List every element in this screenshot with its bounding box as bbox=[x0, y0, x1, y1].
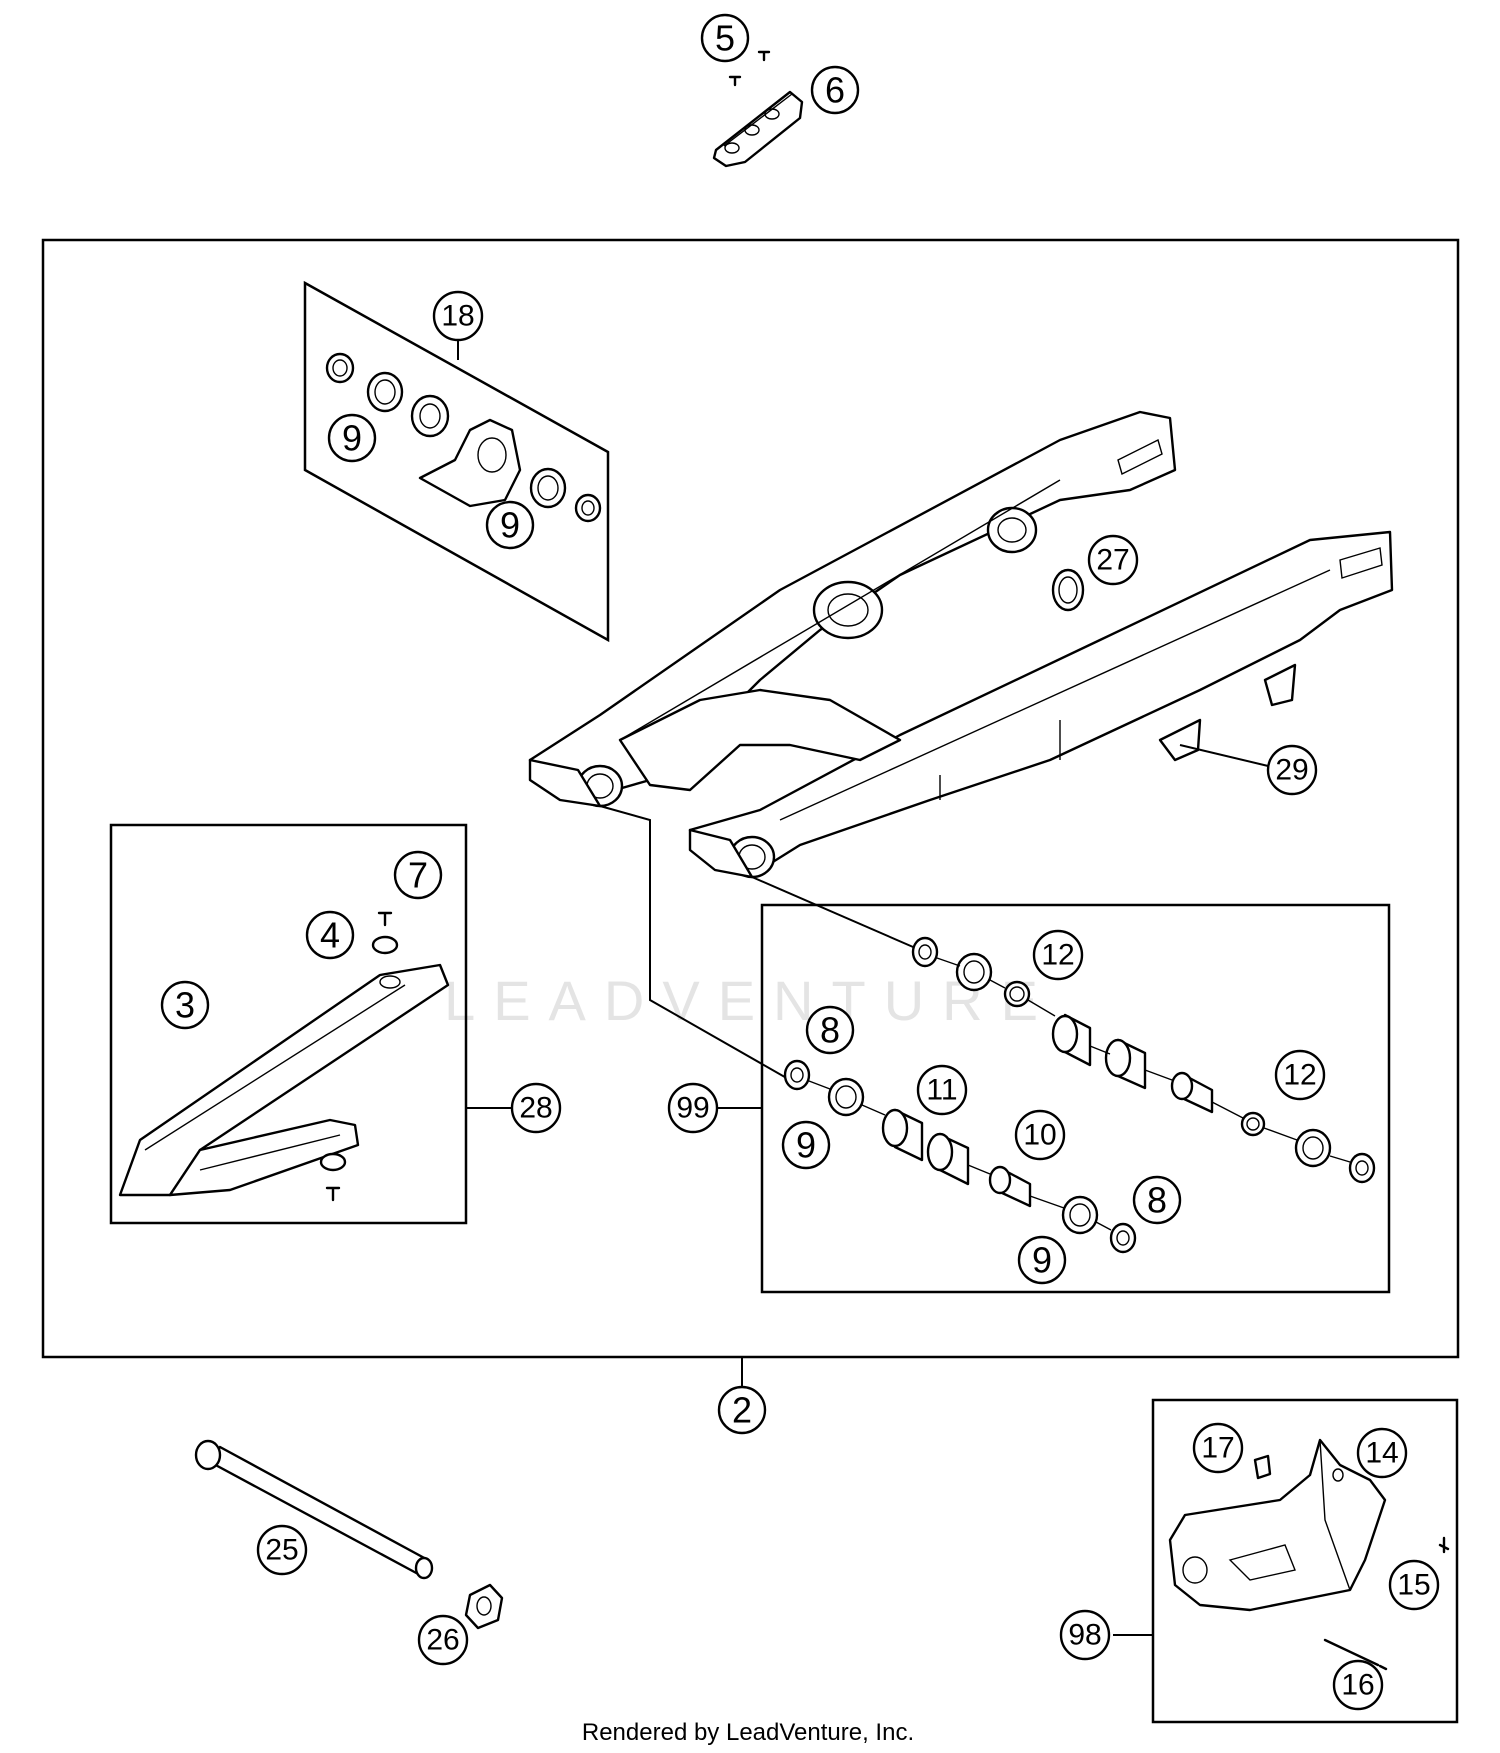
callout-label-2: 2 bbox=[732, 1390, 752, 1431]
bearing-set-box bbox=[760, 903, 1391, 1294]
callout-5: 5 bbox=[700, 13, 750, 63]
callout-98: 98 bbox=[1059, 1609, 1111, 1661]
callout-9-kit-upper: 9 bbox=[327, 413, 377, 463]
callout-label-3: 3 bbox=[175, 985, 195, 1026]
callout-label-25: 25 bbox=[265, 1534, 298, 1567]
callout-label-4: 4 bbox=[320, 915, 340, 956]
callout-label-5: 5 bbox=[715, 18, 735, 59]
chain-guard-part bbox=[712, 50, 804, 168]
callout-9-set-left: 9 bbox=[781, 1120, 831, 1170]
callout-7: 7 bbox=[393, 850, 443, 900]
callout-label-10: 10 bbox=[1023, 1119, 1056, 1152]
callout-label-8-upper: 8 bbox=[820, 1010, 840, 1051]
callout-3: 3 bbox=[160, 980, 210, 1030]
callout-label-18: 18 bbox=[441, 300, 474, 333]
bearing-kit-box bbox=[303, 280, 610, 643]
callout-label-6: 6 bbox=[825, 70, 845, 111]
callout-label-15: 15 bbox=[1397, 1569, 1430, 1602]
callout-label-7: 7 bbox=[408, 855, 428, 896]
callout-label-29: 29 bbox=[1275, 754, 1308, 787]
swingarm-body bbox=[528, 410, 1394, 879]
callout-27: 27 bbox=[1087, 534, 1139, 586]
chain-slider-box bbox=[109, 823, 468, 1225]
callout-17: 17 bbox=[1192, 1422, 1244, 1474]
callout-label-8-lower: 8 bbox=[1147, 1180, 1167, 1221]
callout-18: 18 bbox=[432, 290, 484, 342]
callout-99: 99 bbox=[667, 1082, 719, 1134]
callout-label-9-kit-lower: 9 bbox=[500, 505, 520, 546]
callout-12-upper: 12 bbox=[1032, 929, 1084, 981]
footer-credit: Rendered by LeadVenture, Inc. bbox=[582, 1719, 914, 1746]
callout-label-16: 16 bbox=[1341, 1669, 1374, 1702]
callout-25: 25 bbox=[256, 1524, 308, 1576]
callout-6: 6 bbox=[810, 65, 860, 115]
pivot-bolt-part bbox=[194, 1439, 504, 1630]
callout-11: 11 bbox=[916, 1064, 968, 1116]
callout-label-98: 98 bbox=[1068, 1619, 1101, 1652]
callout-label-17: 17 bbox=[1201, 1432, 1234, 1465]
callout-label-26: 26 bbox=[426, 1624, 459, 1657]
bearing-kit-parts bbox=[325, 352, 602, 523]
callout-14: 14 bbox=[1356, 1427, 1408, 1479]
callout-8-upper: 8 bbox=[805, 1005, 855, 1055]
chain-slider-part bbox=[118, 911, 450, 1202]
callout-4: 4 bbox=[305, 910, 355, 960]
part-27-ring bbox=[1051, 568, 1085, 612]
callout-10: 10 bbox=[1014, 1109, 1066, 1161]
callout-9-kit-lower: 9 bbox=[485, 500, 535, 550]
chain-guide-box bbox=[1151, 1398, 1459, 1724]
chain-guide-part bbox=[1168, 1438, 1450, 1671]
callout-label-11: 11 bbox=[926, 1074, 957, 1107]
callout-2: 2 bbox=[717, 1385, 767, 1435]
callout-label-99: 99 bbox=[676, 1092, 709, 1125]
callout-label-27: 27 bbox=[1096, 544, 1129, 577]
callout-label-14: 14 bbox=[1365, 1437, 1398, 1470]
callout-26: 26 bbox=[417, 1614, 469, 1666]
callout-label-9-set-left: 9 bbox=[796, 1125, 816, 1166]
callout-9-set-bottom: 9 bbox=[1017, 1235, 1067, 1285]
callout-12-lower: 12 bbox=[1274, 1049, 1326, 1101]
callout-label-9-kit-upper: 9 bbox=[342, 418, 362, 459]
callout-29: 29 bbox=[1266, 744, 1318, 796]
swingarm-assembly-frame bbox=[41, 238, 1460, 1359]
callout-16: 16 bbox=[1332, 1659, 1384, 1711]
callout-label-12-lower: 12 bbox=[1283, 1059, 1316, 1092]
callout-label-28: 28 bbox=[519, 1092, 552, 1125]
callout-label-9-set-bottom: 9 bbox=[1032, 1240, 1052, 1281]
watermark-text: LEADVENTURE bbox=[444, 969, 1056, 1032]
callout-28: 28 bbox=[510, 1082, 562, 1134]
callout-8-lower: 8 bbox=[1132, 1175, 1182, 1225]
bearing-set-parts bbox=[783, 936, 1376, 1254]
callout-label-12-upper: 12 bbox=[1041, 939, 1074, 972]
callout-15: 15 bbox=[1388, 1559, 1440, 1611]
